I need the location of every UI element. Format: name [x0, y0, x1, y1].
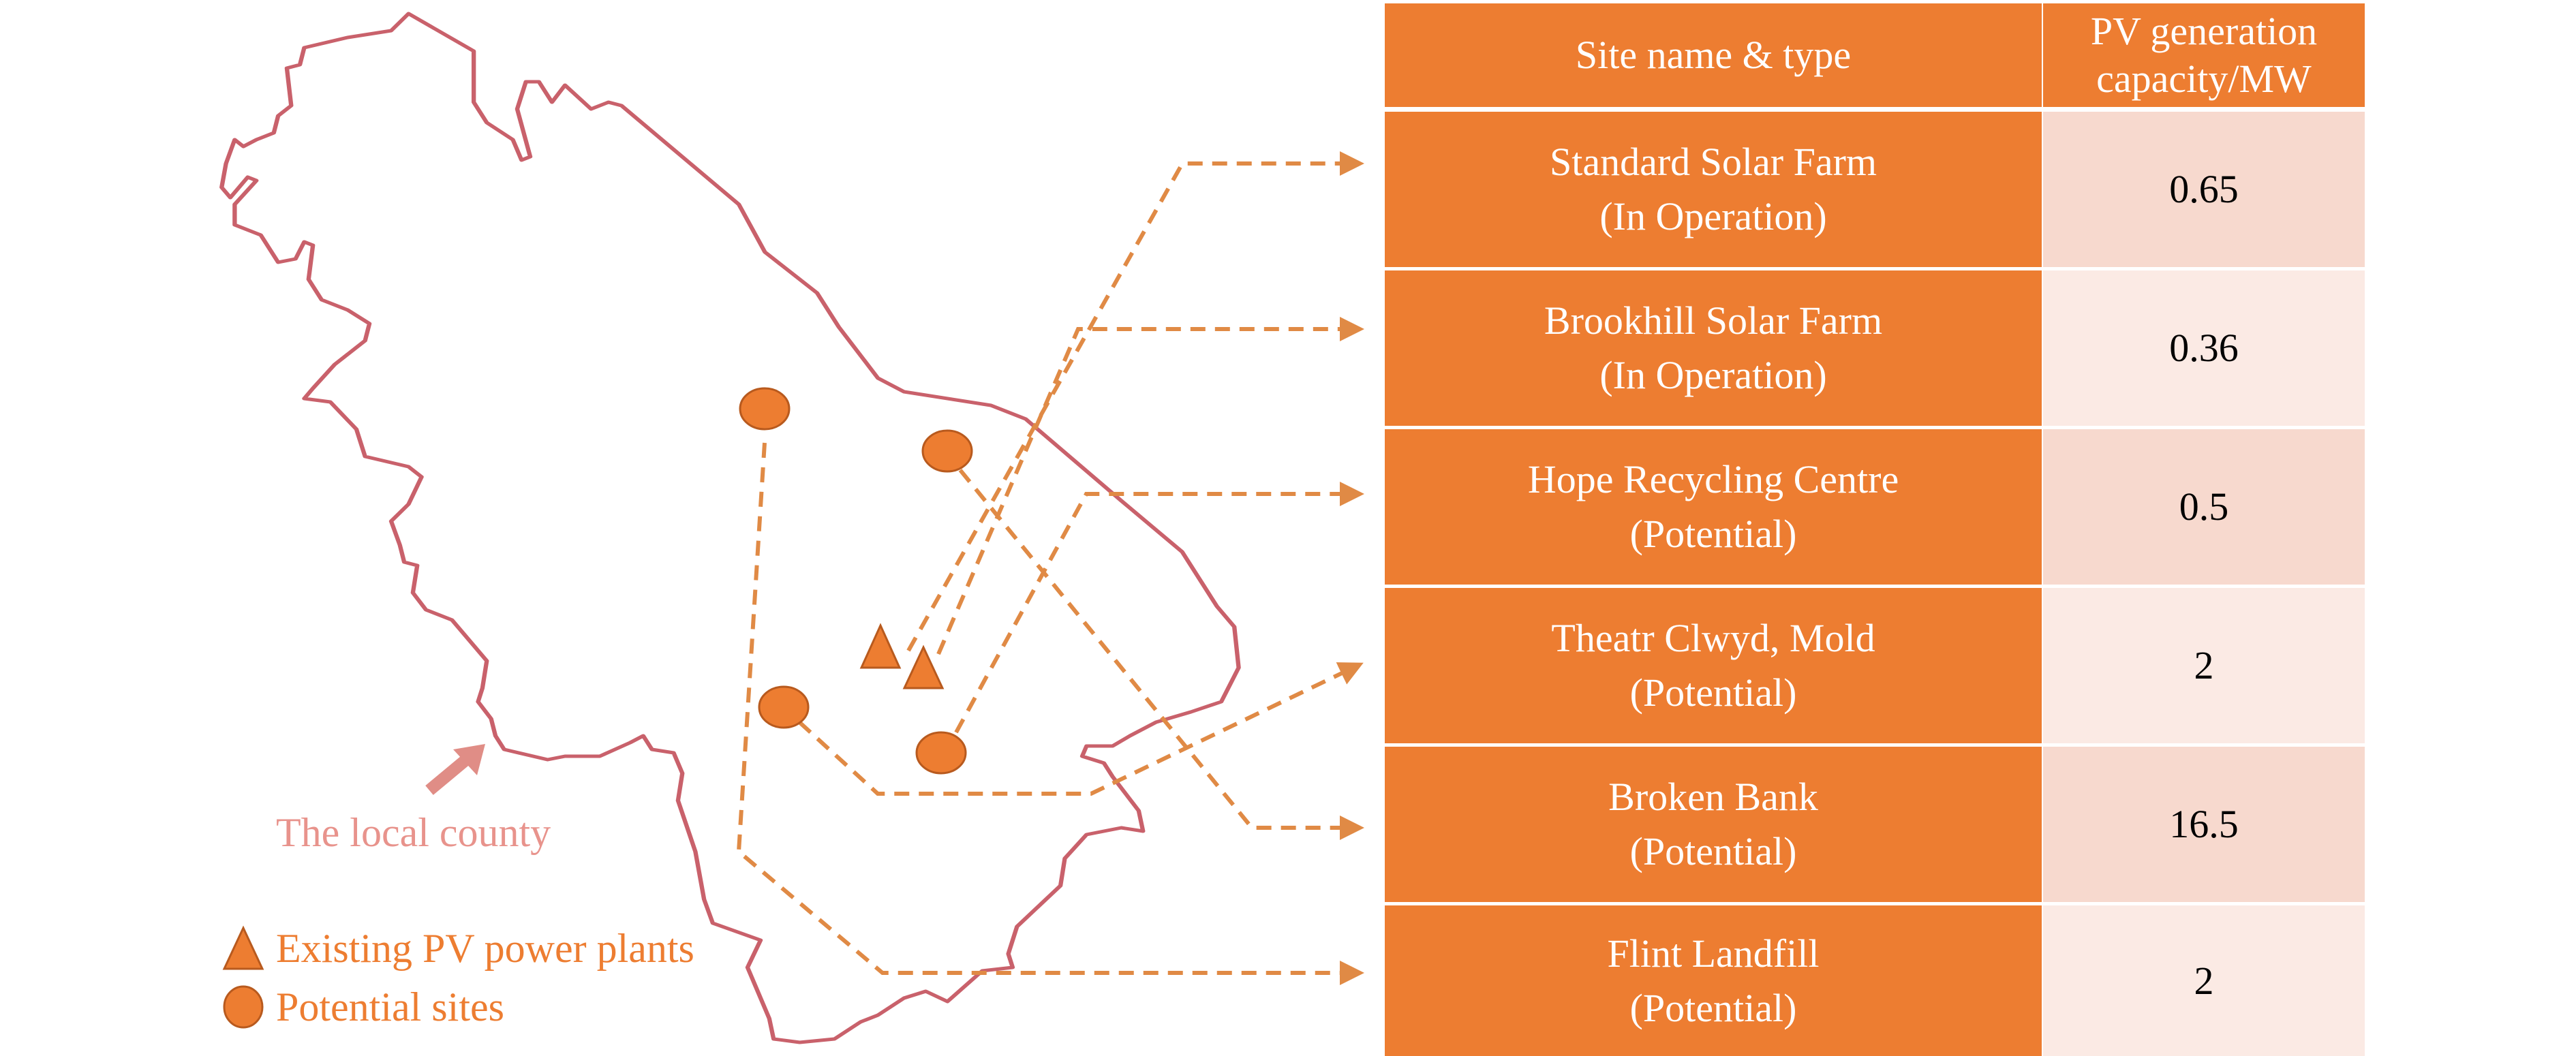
site-name: Flint Landfill — [1607, 931, 1820, 976]
table-row: Brookhill Solar Farm (In Operation) 0.36 — [1385, 270, 2365, 426]
table-header: Site name & type PV generation capacity/… — [1385, 3, 2365, 107]
legend-existing-label: Existing PV power plants — [276, 926, 694, 971]
site-cell: Brookhill Solar Farm (In Operation) — [1385, 270, 2042, 426]
leader-line-broken-bank — [958, 469, 1364, 840]
site-name: Broken Bank — [1608, 775, 1818, 819]
potential-site-marker — [739, 387, 791, 431]
table-row: Flint Landfill (Potential) 2 — [1385, 905, 2365, 1056]
potential-site-marker — [921, 429, 973, 473]
potential-site-marker — [915, 731, 967, 775]
county-arrow-icon — [425, 751, 474, 795]
site-type: (Potential) — [1629, 670, 1797, 715]
potential-site-marker — [758, 685, 810, 729]
site-cell: Hope Recycling Centre (Potential) — [1385, 429, 2042, 585]
leader-line-hope-recycling-centre — [954, 482, 1364, 734]
county-label: The local county — [276, 810, 551, 855]
site-type: (Potential) — [1629, 985, 1797, 1030]
leader-line-standard-solar-farm — [906, 151, 1364, 652]
site-type: (Potential) — [1629, 829, 1797, 873]
site-cell: Theatr Clwyd, Mold (Potential) — [1385, 588, 2042, 743]
county-arrow-head — [453, 744, 485, 775]
table-row: Hope Recycling Centre (Potential) 0.5 — [1385, 429, 2365, 585]
capacity-cell: 0.36 — [2043, 270, 2365, 426]
table-row: Theatr Clwyd, Mold (Potential) 2 — [1385, 588, 2365, 743]
header-site-name: Site name & type — [1385, 3, 2042, 107]
site-type: (In Operation) — [1599, 353, 1827, 397]
capacity-cell: 0.65 — [2043, 112, 2365, 267]
site-name: Hope Recycling Centre — [1527, 457, 1899, 501]
site-name: Standard Solar Farm — [1549, 140, 1877, 184]
site-type: (Potential) — [1629, 512, 1797, 556]
existing-plant-marker — [902, 645, 945, 689]
header-capacity-line1: PV generation — [2090, 9, 2318, 53]
table-row: Broken Bank (Potential) 16.5 — [1385, 747, 2365, 902]
existing-plant-marker — [859, 623, 902, 669]
table-row: Standard Solar Farm (In Operation) 0.65 — [1385, 112, 2365, 267]
header-capacity-line2: capacity/MW — [2096, 57, 2312, 101]
leader-line-flint-landfill — [736, 442, 1364, 985]
capacity-cell: 2 — [2043, 588, 2365, 743]
site-cell: Broken Bank (Potential) — [1385, 747, 2042, 902]
header-capacity: PV generation capacity/MW — [2043, 3, 2365, 107]
site-name: Theatr Clwyd, Mold — [1551, 616, 1875, 660]
legend-potential-label: Potential sites — [276, 984, 504, 1029]
legend-triangle-icon — [222, 925, 264, 970]
site-type: (In Operation) — [1599, 194, 1827, 238]
site-name: Brookhill Solar Farm — [1544, 298, 1883, 343]
leader-line-brookhill-solar-farm — [936, 317, 1364, 655]
capacity-cell: 16.5 — [2043, 747, 2365, 902]
site-cell: Standard Solar Farm (In Operation) — [1385, 112, 2042, 267]
capacity-cell: 0.5 — [2043, 429, 2365, 585]
legend-circle-icon — [223, 985, 264, 1029]
leader-line-theatr-clwyd — [797, 662, 1364, 796]
capacity-cell: 2 — [2043, 905, 2365, 1056]
site-cell: Flint Landfill (Potential) — [1385, 905, 2042, 1056]
county-outline — [219, 12, 1241, 1044]
